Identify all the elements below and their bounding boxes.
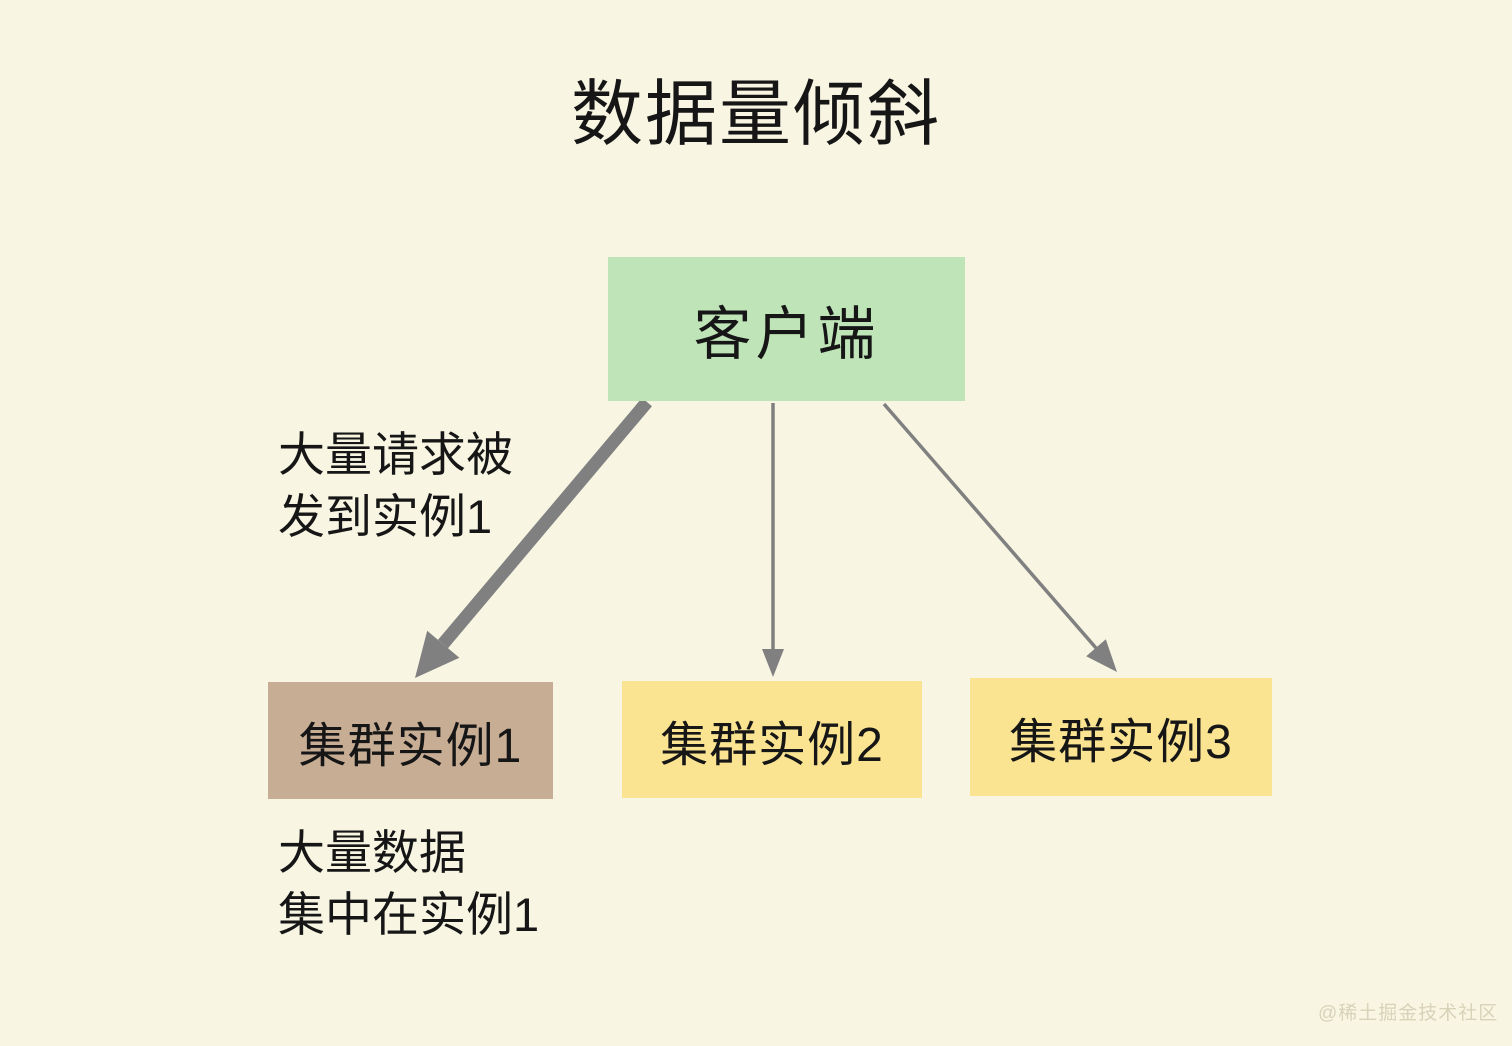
annotation-data-on-instance1: 大量数据 集中在实例1 — [278, 826, 540, 942]
client-node: 客户端 — [608, 257, 965, 401]
thin-arrow-to-instance3 — [882, 402, 1117, 672]
watermark: @稀土掘金技术社区 — [1318, 1003, 1499, 1024]
instance1-node: 集群实例1 — [268, 682, 553, 799]
thin-arrow-to-instance2 — [762, 403, 784, 677]
client-node-label: 客户端 — [693, 302, 880, 367]
instance2-node: 集群实例2 — [622, 681, 922, 798]
diagram-title: 数据量倾斜 — [570, 75, 941, 155]
instance1-node-label: 集群实例1 — [298, 719, 523, 773]
instance3-node: 集群实例3 — [970, 678, 1272, 796]
instance3-node-label: 集群实例3 — [1009, 716, 1233, 769]
annotation-requests-to-instance1: 大量请求被 发到实例1 — [278, 428, 513, 544]
instance2-node-label: 集群实例2 — [660, 718, 884, 772]
